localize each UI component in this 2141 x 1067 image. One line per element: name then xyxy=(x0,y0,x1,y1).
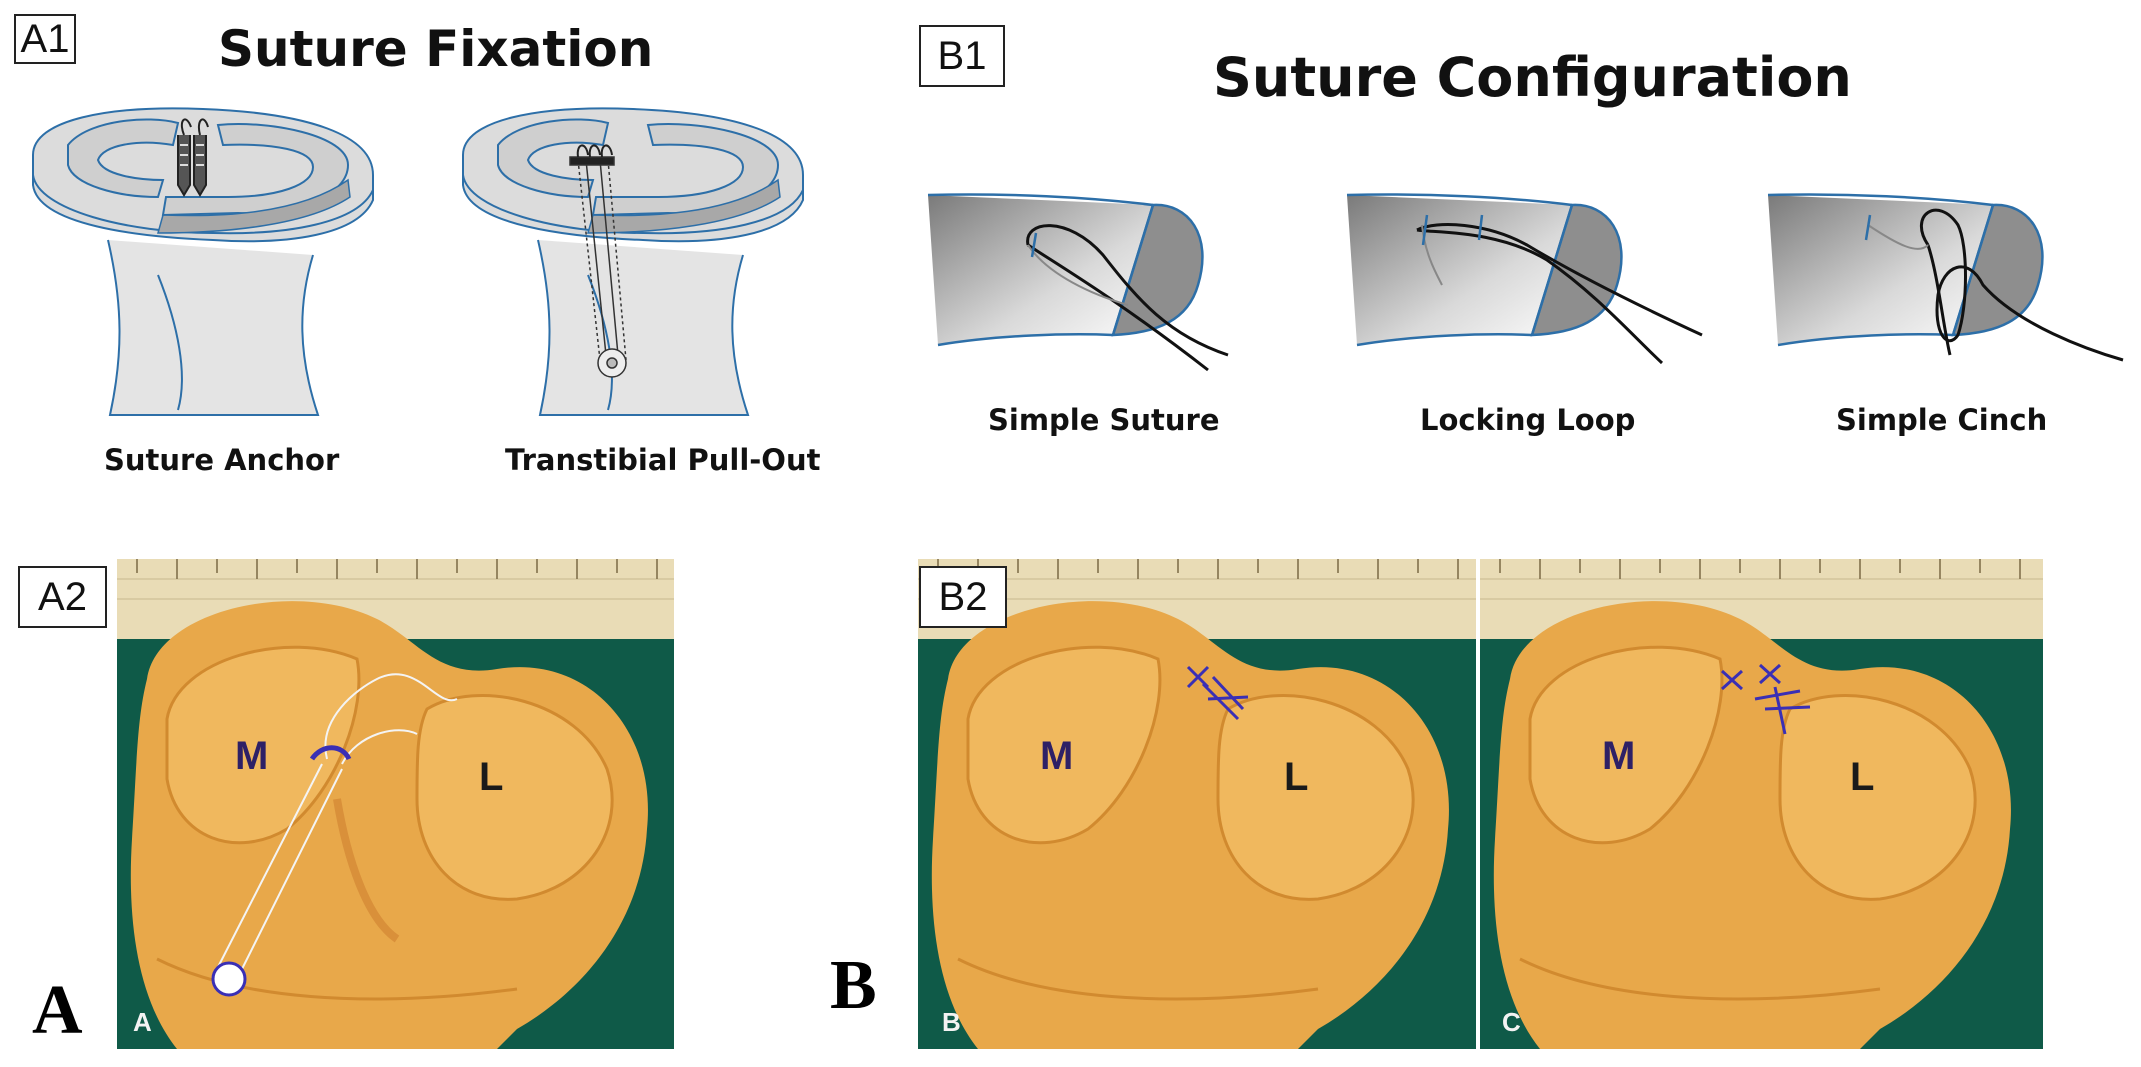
caption-transtibial-pullout: Transtibial Pull-Out xyxy=(505,443,821,477)
medial-label-b: M xyxy=(1040,734,1074,778)
suture-configuration-title: Suture Configuration xyxy=(1213,46,1852,109)
lateral-label-b: L xyxy=(1284,755,1309,799)
pullout-tunnel-graphic xyxy=(216,673,458,980)
suture-marks-c xyxy=(1720,663,1811,735)
panel-tag-a1: A1 xyxy=(14,14,76,64)
photo-repair-c: M L C xyxy=(1480,559,2043,1049)
panel-tag-a2: A2 xyxy=(18,566,107,628)
medial-label-c: M xyxy=(1602,734,1636,778)
tunnel-exit-marker xyxy=(211,961,247,997)
transtibial-pullout-diagram xyxy=(462,107,804,416)
photo-letter-c: C xyxy=(1502,1007,1521,1037)
photo-repair-b: M L B xyxy=(918,559,1476,1049)
caption-locking-loop: Locking Loop xyxy=(1420,403,1636,437)
photo-letter-a: A xyxy=(133,1007,152,1037)
lateral-label: L xyxy=(479,755,504,799)
panel-tag-b2: B2 xyxy=(919,566,1007,628)
suture-marks-b xyxy=(1186,665,1249,721)
bone-tunnel-icon xyxy=(569,144,627,378)
tibial-plateau-specimen xyxy=(117,559,674,1049)
caption-simple-suture: Simple Suture xyxy=(988,403,1220,437)
simple-suture-diagram xyxy=(927,193,1229,372)
figure-letter-a: A xyxy=(32,972,83,1049)
locking-loop-diagram xyxy=(1346,193,1703,365)
figure-letter-b: B xyxy=(830,947,877,1024)
photo-letter-b: B xyxy=(942,1007,961,1037)
tibial-plateau-specimen-b xyxy=(918,559,1476,1049)
anchor-screw-icon xyxy=(177,118,209,197)
suture-fixation-title: Suture Fixation xyxy=(218,20,654,78)
photo-pullout-repair: M L A xyxy=(117,559,674,1049)
panel-tag-b1: B1 xyxy=(919,25,1005,87)
lateral-label-c: L xyxy=(1850,755,1875,799)
caption-simple-cinch: Simple Cinch xyxy=(1836,403,2048,437)
suture-anchor-diagram xyxy=(32,107,374,416)
caption-suture-anchor: Suture Anchor xyxy=(104,443,340,477)
medial-label: M xyxy=(235,734,269,778)
simple-cinch-diagram xyxy=(1767,193,2124,362)
tibial-plateau-specimen-c xyxy=(1480,559,2043,1049)
